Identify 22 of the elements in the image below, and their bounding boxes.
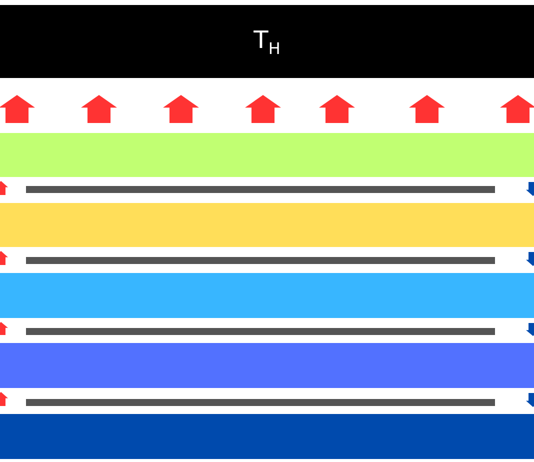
arrow xyxy=(526,323,534,336)
arrow xyxy=(0,181,8,195)
layer-band xyxy=(0,343,534,388)
arrow xyxy=(245,95,281,123)
arrow xyxy=(526,182,534,196)
arrow xyxy=(500,95,534,123)
layer-band xyxy=(0,414,534,459)
arrow xyxy=(81,95,117,123)
arrow xyxy=(0,95,35,123)
layer-band xyxy=(0,5,534,78)
arrow xyxy=(526,252,534,266)
arrow xyxy=(0,322,8,335)
layer-band xyxy=(0,203,534,247)
arrow xyxy=(319,95,355,123)
arrow xyxy=(409,95,445,123)
arrow xyxy=(526,393,534,407)
layer-band xyxy=(0,133,534,177)
arrow xyxy=(0,392,8,406)
temperature-label: T$_{H}$ xyxy=(254,26,280,58)
layer-band xyxy=(0,273,534,318)
arrow xyxy=(163,95,199,123)
arrow xyxy=(0,251,8,265)
